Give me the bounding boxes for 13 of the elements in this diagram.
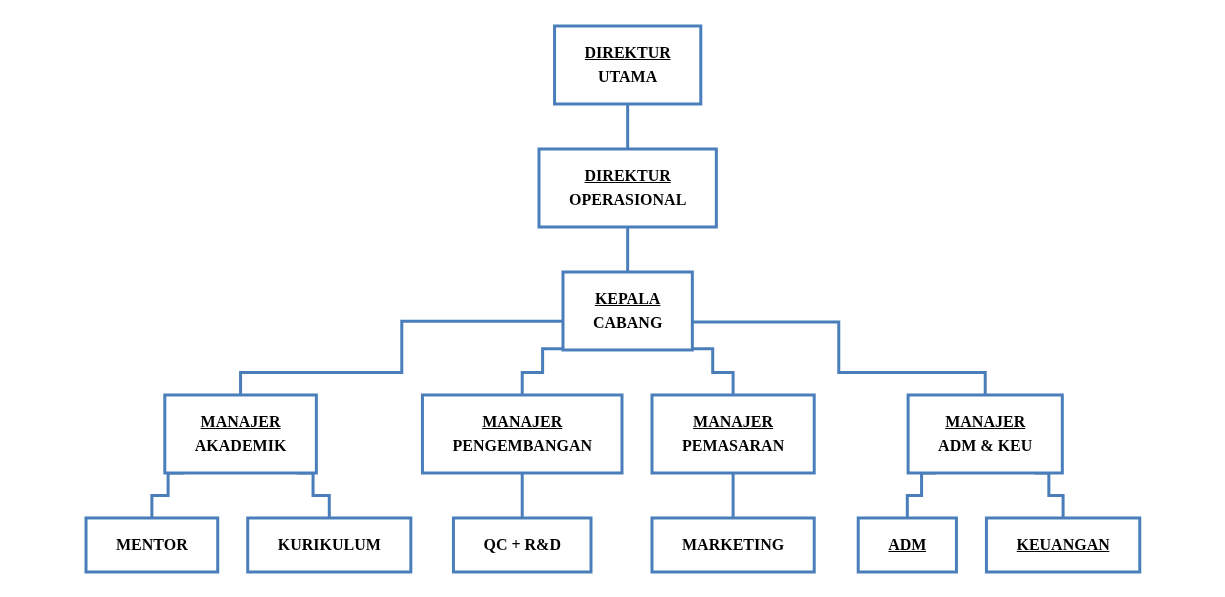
node-box: KEUANGAN (984, 516, 1141, 573)
node-box: KEPALA CABANG (561, 270, 694, 351)
node-box: MANAJER ADM & KEU (906, 393, 1064, 474)
node-box: ADM (856, 516, 958, 573)
node-box: MANAJER PEMASARAN (650, 393, 816, 474)
node-box: MARKETING (650, 516, 816, 573)
node-box: MANAJER AKADEMIK (162, 393, 318, 474)
node-box: MENTOR (84, 516, 219, 573)
node-box: DIREKTUR OPERASIONAL (537, 147, 718, 228)
node-box: QC + R&D (451, 516, 593, 573)
node-box: KURIKULUM (245, 516, 412, 573)
node-box: MANAJER PENGEMBANGAN (420, 393, 624, 474)
node-box: DIREKTUR UTAMA (552, 24, 702, 105)
